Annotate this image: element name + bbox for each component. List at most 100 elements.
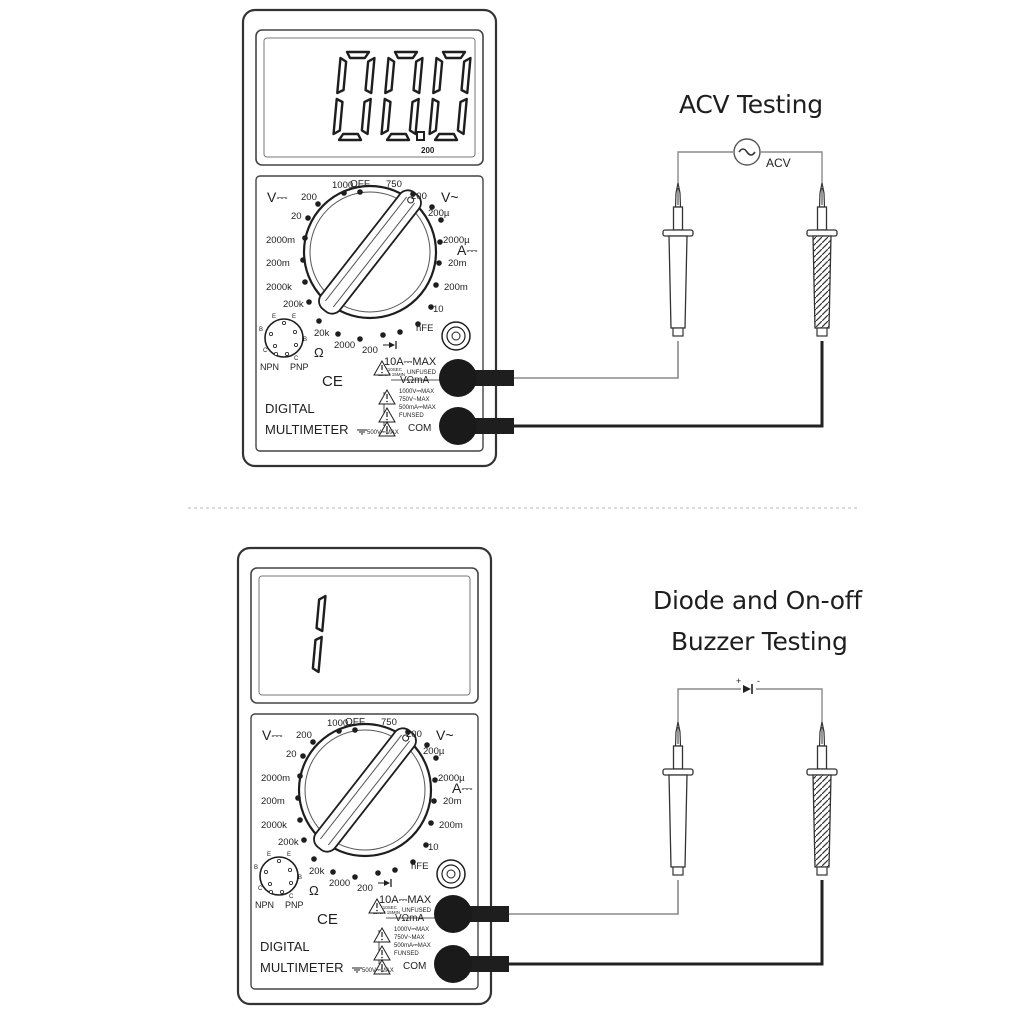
lead-black-wire: [507, 880, 824, 966]
v-ac-label: V~: [441, 189, 459, 205]
jack-10a-note: EACH 15MIN: [373, 910, 400, 915]
lcd-digit: [428, 50, 472, 142]
dial-label-right: 200µ: [428, 208, 450, 219]
ohm-symbol: Ω: [314, 345, 324, 360]
dial-label-left: 2000m: [266, 235, 295, 246]
dial-position-dot: [392, 867, 398, 873]
dial-position-dot: [380, 332, 386, 338]
ohm-symbol: Ω: [309, 883, 319, 898]
lcd-digit: [380, 50, 424, 142]
panel-title-line-1: Diode and On-off: [653, 586, 863, 615]
unfused-label: UNFUSED: [407, 370, 437, 376]
ground-max-label: 500V⎓MAX: [367, 430, 399, 436]
max-rating-3: 500mA⎓MAX: [399, 405, 436, 411]
polarity-plus: +: [736, 676, 741, 686]
dial-position-dot: [310, 739, 316, 745]
ce-mark: CE: [317, 911, 338, 928]
lcd-digit: [311, 594, 327, 674]
dial-position-dot: [305, 215, 311, 221]
warning-icon: [368, 897, 386, 914]
panel-acv-testing: 200 V⎓V~A⎓OFF200202000m200m2000k200k20k2…: [241, 8, 838, 468]
transistor-pin-e: E: [287, 852, 291, 858]
dial-label-right: 200m: [444, 282, 468, 293]
dial-position-dot: [352, 874, 358, 880]
dial-position-dot: [423, 842, 429, 848]
dial-label-top: 750: [381, 717, 397, 728]
pnp-label: PNP: [290, 362, 309, 372]
dial-label-left: 20k: [314, 328, 330, 339]
dial-label-right: 20m: [448, 258, 467, 269]
dial-position-dot: [433, 755, 439, 761]
dial-label-left: 2000k: [261, 820, 287, 831]
v-dc-label: V⎓: [262, 727, 283, 743]
transistor-pin-c: C: [258, 886, 263, 892]
dial-position-dot: [428, 820, 434, 826]
diode-icon: [743, 684, 753, 694]
dial-label-top: 200: [411, 191, 427, 202]
com-label: COM: [403, 961, 426, 972]
panel-title: ACV Testing: [679, 90, 823, 119]
polarity-minus: -: [757, 676, 760, 686]
warning-icon: [373, 926, 391, 943]
dial-position-dot: [410, 191, 416, 197]
dial-label-left: 2000m: [261, 773, 290, 784]
probe-red: [662, 721, 694, 876]
dial-label-right: 200m: [439, 820, 463, 831]
dial-label-left: 2000: [329, 878, 350, 889]
dial-label-right: 10: [428, 842, 439, 853]
dial-label-left: 200m: [261, 796, 285, 807]
dial-position-dot: [405, 729, 411, 735]
dial-position-dot: [302, 279, 308, 285]
dial-position-dot: [437, 239, 443, 245]
dial-position-dot: [301, 837, 307, 843]
dial-position-dot: [436, 260, 442, 266]
diode-mode-icon: [383, 341, 397, 349]
dial-label-left: 2000: [334, 340, 355, 351]
dial-label-left: 200k: [278, 837, 299, 848]
lcd-range-label: 200: [421, 146, 435, 155]
test-circuit: + -: [677, 676, 823, 722]
max-rating-2: 750V~MAX: [399, 397, 430, 403]
dial-off-label: OFF: [350, 179, 370, 190]
diode-mode-icon: [378, 879, 392, 887]
dial-label-top: 1000: [332, 180, 353, 191]
unfused-label: UNFUSED: [402, 908, 432, 914]
dial-label-top: 1000: [327, 718, 348, 729]
com-label: COM: [408, 423, 431, 434]
dial-label-right: 2000µ: [443, 235, 470, 246]
transistor-pin-e: E: [292, 314, 296, 320]
ground-max-label: 500V⎓MAX: [362, 968, 394, 974]
transistor-pin-b: B: [254, 865, 258, 871]
transistor-pin-c: C: [289, 894, 294, 900]
panel-title-line-2: Buzzer Testing: [671, 627, 848, 656]
dial-position-dot: [357, 189, 363, 195]
dial-position-dot: [357, 336, 363, 342]
v-ac-label: V~: [436, 727, 454, 743]
dial-label-left: 200k: [283, 299, 304, 310]
ac-source-icon: [733, 138, 761, 166]
dial-label-top: 750: [386, 179, 402, 190]
dial-label-left: 200: [296, 730, 312, 741]
transistor-pin-c: C: [263, 348, 268, 354]
dial-label-left: 20: [286, 749, 297, 760]
dial-position-dot: [302, 235, 308, 241]
lead-red-wire: [507, 880, 679, 915]
npn-label: NPN: [260, 362, 279, 372]
dial-label-left: 20: [291, 211, 302, 222]
dial-position-dot: [341, 190, 347, 196]
dial-position-dot: [336, 728, 342, 734]
v-dc-label: V⎓: [267, 189, 288, 205]
dial-label-left: 200: [357, 883, 373, 894]
transistor-pin-e: E: [272, 314, 276, 320]
max-rating-2: 750V~MAX: [394, 935, 425, 941]
fused-label: FUNSED: [394, 951, 419, 957]
dial-position-dot: [300, 753, 306, 759]
lead-plug-black: [439, 407, 514, 445]
npn-label: NPN: [255, 900, 274, 910]
dial-label-left: 200: [362, 345, 378, 356]
lead-plug-red: [439, 359, 514, 397]
